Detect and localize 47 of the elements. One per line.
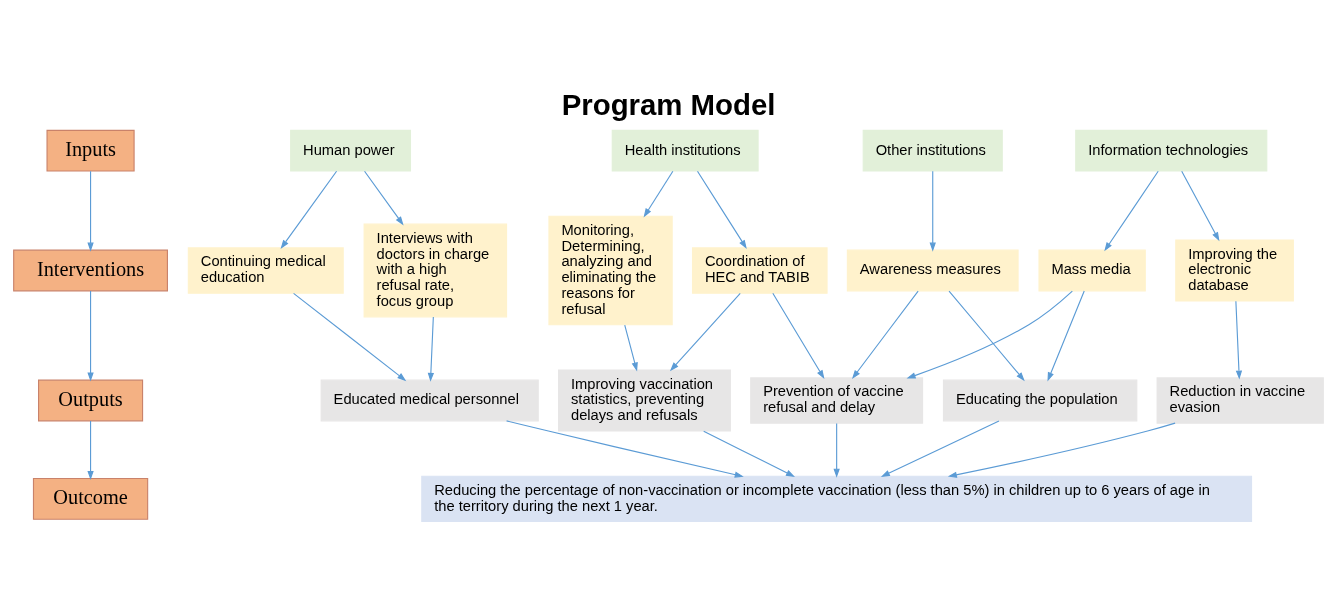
arrow bbox=[880, 420, 1000, 477]
arrow bbox=[643, 170, 674, 217]
arrow bbox=[364, 170, 404, 225]
node-box: Educated medical personnel bbox=[320, 379, 539, 421]
arrow bbox=[1181, 170, 1220, 241]
node-box: Coordination of HEC and TABIB bbox=[691, 246, 828, 294]
node-box: Outputs bbox=[38, 379, 144, 421]
node-box: Interviews with doctors in charge with a high refusal rate, focus group bbox=[363, 223, 508, 317]
node-box: Interventions bbox=[13, 249, 168, 291]
node-box: Information technologies bbox=[1075, 129, 1268, 172]
node-box: Other institutions bbox=[862, 129, 1003, 172]
arrow bbox=[87, 170, 94, 252]
arrow bbox=[506, 419, 744, 478]
node-box: Monitoring, Determining, analyzing and eliminating the reasons for refusal bbox=[548, 215, 673, 325]
arrow bbox=[669, 292, 741, 371]
arrow bbox=[929, 170, 936, 252]
arrow bbox=[427, 316, 435, 382]
node-box: Educating the population bbox=[942, 379, 1138, 421]
node-box: Human power bbox=[290, 129, 412, 172]
arrow bbox=[703, 430, 795, 477]
arrow bbox=[948, 290, 1025, 381]
node-box: Prevention of vaccine refusal and delay bbox=[750, 376, 924, 424]
arrow bbox=[293, 292, 407, 381]
node-box: Improving vaccination statistics, preventing delays and refusals bbox=[558, 368, 731, 432]
node-box: Reducing the percentage of non-vaccination or incomplete vaccination (less than 5%) in children up to 6 years of age in the territory during the next 1 year. bbox=[421, 475, 1253, 522]
arrow bbox=[1047, 290, 1085, 381]
node-box: Improving the electronic database bbox=[1175, 238, 1294, 302]
node-box: Outcome bbox=[32, 477, 149, 520]
arrow bbox=[833, 422, 840, 478]
arrow bbox=[947, 422, 1176, 478]
arrow bbox=[1235, 300, 1243, 380]
arrow bbox=[280, 170, 338, 249]
node-box: Continuing medical education bbox=[187, 246, 344, 294]
arrow bbox=[1104, 170, 1159, 251]
diagram-title: Program Model bbox=[561, 87, 776, 121]
arrow bbox=[772, 292, 825, 379]
arrow bbox=[624, 324, 638, 371]
node-box: Inputs bbox=[46, 129, 135, 172]
arrow bbox=[696, 170, 747, 249]
arrow bbox=[87, 420, 94, 480]
node-box: Health institutions bbox=[611, 129, 759, 172]
node-box: Awareness measures bbox=[846, 249, 1019, 291]
arrow bbox=[851, 290, 919, 379]
node-box: Reduction in vaccine evasion bbox=[1156, 376, 1324, 424]
arrow bbox=[906, 290, 1073, 378]
arrow bbox=[87, 290, 94, 381]
node-box: Mass media bbox=[1038, 249, 1146, 291]
